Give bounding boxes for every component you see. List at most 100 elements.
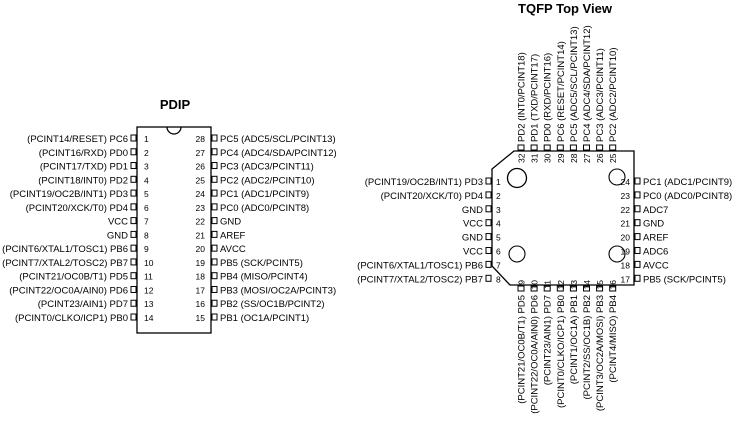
pin-number: 29: [556, 153, 566, 163]
pin-lead: [556, 144, 564, 151]
pin-label: PC2 (ADC2/PCINT10): [608, 48, 619, 143]
pin-number: 2: [144, 148, 149, 158]
pin-label: VCC: [108, 217, 128, 228]
pin-label: GND: [462, 233, 483, 244]
pin-number: 14: [144, 313, 154, 323]
tqfp-pin-1: 1(PCINT19/OC2B/INT1) PD3: [365, 177, 501, 188]
pin-number: 8: [496, 274, 501, 284]
pin-lead: [211, 162, 218, 170]
tqfp-pin-14: 14(PCINT2/SS/OC1B) PB2: [582, 280, 593, 400]
pin-label: (PCINT22/OC0A/AIN0) PD6: [9, 285, 128, 296]
pin-lead: [130, 285, 137, 293]
pin-lead: [485, 260, 492, 268]
pin-lead: [211, 258, 218, 266]
pin-lead: [130, 313, 137, 321]
pdip-pin-11: 11 (PCINT21/OC0B/T1) PD5: [19, 272, 153, 283]
pin-lead: [211, 148, 218, 156]
pin-label: (PCINT14/RESET) PC6: [27, 134, 128, 145]
pin-label: ADC7: [643, 205, 668, 216]
pin-number: 1: [496, 177, 501, 187]
pin-label: PC6 (RESET/PCINT14): [556, 41, 567, 142]
pin-label: GND: [220, 217, 241, 228]
pdip-pin-23: 23 PC0 (ADC0/PCINT8): [196, 203, 310, 214]
pin-number: 22: [621, 205, 631, 215]
pin-lead: [211, 134, 218, 142]
pin-label: PC0 (ADC0/PCINT8): [643, 191, 732, 202]
pin-number: 4: [144, 175, 149, 185]
pin-label: (PCINT20/XCK/T0) PD4: [26, 203, 128, 214]
pin-lead: [569, 144, 577, 151]
pin-lead: [556, 285, 564, 292]
pin-label: PC2 (ADC2/PCINT10): [220, 175, 315, 186]
pin-label: PC0 (ADC0/PCINT8): [220, 203, 309, 214]
tqfp-pin-29: 29 PC6 (RESET/PCINT14): [556, 41, 567, 163]
pdip-pin-5: 5(PCINT19/OC2B/INT1) PD3: [10, 189, 149, 200]
pin-lead: [130, 272, 137, 280]
pin-number: 20: [196, 244, 206, 254]
pin-number: 17: [621, 274, 631, 284]
pin-lead: [596, 285, 604, 292]
pin-label: (PCINT7/XTAL2/TOSC2) PB7: [2, 258, 128, 269]
pin-label: (PCINT21/OC0B/T1) PD5: [19, 272, 128, 283]
pin-label: (PCINT19/OC2B/INT1) PD3: [10, 189, 128, 200]
pin-number: 15: [196, 313, 206, 323]
pin-lead: [583, 285, 590, 292]
pdip-pin-1: 1(PCINT14/RESET) PC6: [27, 134, 149, 145]
tqfp-body: [491, 150, 635, 286]
pdip-pin-10: 10(PCINT7/XTAL2/TOSC2) PB7: [2, 258, 154, 269]
pin-number: 16: [608, 280, 618, 290]
pin-label: (PCINT21/OC0B/T1) PD5: [517, 295, 528, 404]
pdip-pin-25: 25 PC2 (ADC2/PCINT10): [196, 175, 315, 186]
pin-number: 19: [621, 247, 631, 257]
pin-label: PD2 (INT0/PCINT18): [517, 52, 528, 142]
pdip-notch: [166, 126, 182, 135]
pin-lead: [211, 230, 218, 238]
pin-lead: [211, 272, 218, 280]
corner-dot: [608, 168, 626, 186]
pin-label: VCC: [463, 219, 483, 230]
pdip-body: [136, 126, 212, 334]
pin-label: PB2 (SS/OC1B/PCINT2): [220, 299, 325, 310]
pdip-pin-9: 9(PCINT6/XTAL1/TOSC1) PB6: [2, 244, 149, 255]
pin-label: (PCINT6/XTAL1/TOSC1) PB6: [2, 244, 128, 255]
pin-lead: [634, 177, 641, 185]
pin-number: 11: [144, 272, 153, 282]
pin-number: 25: [196, 175, 206, 185]
pin-label: (PCINT1/OC1A) PB1: [569, 295, 580, 384]
pin-lead: [530, 285, 538, 292]
pin-number: 21: [621, 219, 631, 229]
pin-number: 28: [569, 153, 579, 163]
pin-number: 23: [196, 203, 206, 213]
pdip-pin-3: 3(PCINT17/TXD) PD1: [40, 162, 149, 173]
pin-label: (PCINT0/CLKO/ICP1) PB0: [556, 295, 567, 408]
pin-lead: [130, 299, 137, 307]
pin-label: PC4 (ADC4/SDA/PCINT12): [220, 148, 337, 159]
pin-label: PB5 (SCK/PCINT5): [643, 274, 726, 285]
pin-lead: [130, 217, 137, 225]
pin-lead: [211, 189, 218, 197]
pin-label: GND: [462, 205, 483, 216]
pin-number: 15: [595, 280, 605, 290]
pin-lead: [211, 203, 218, 211]
pin-number: 13: [569, 280, 579, 290]
pin-lead: [211, 244, 218, 252]
pin-number: 3: [144, 162, 149, 172]
pin-number: 6: [144, 203, 149, 213]
pin-lead: [634, 260, 641, 268]
tqfp-left-pins: 1(PCINT19/OC2B/INT1) PD32(PCINT20/XCK/T0…: [357, 177, 501, 285]
